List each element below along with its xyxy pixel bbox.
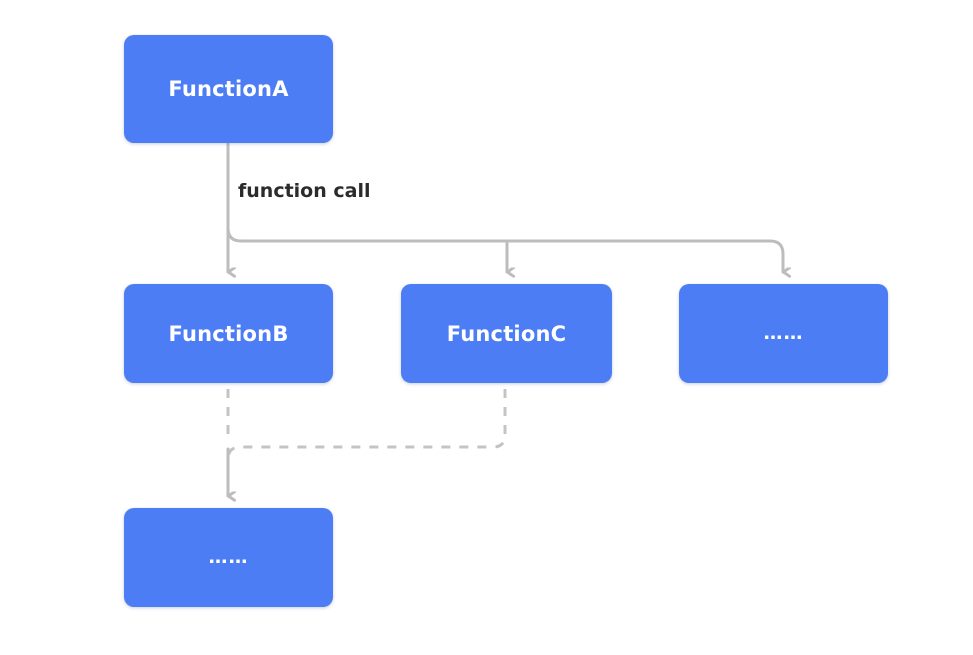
- node-function-b-label: FunctionB: [168, 321, 289, 346]
- node-function-a-label: FunctionA: [168, 77, 289, 101]
- edge-function-a-to-more-siblings: [239, 239, 783, 272]
- edge-function-c-to-more-children: [226, 389, 507, 460]
- node-more-siblings-label: ……: [763, 322, 804, 344]
- edge-function-a-to-function-c: [226, 226, 507, 272]
- node-function-a[interactable]: FunctionA: [124, 35, 333, 143]
- edge-label-function-call: function call: [238, 180, 371, 202]
- node-more-children[interactable]: ……: [124, 508, 333, 607]
- node-more-children-label: ……: [208, 546, 249, 568]
- node-function-c[interactable]: FunctionC: [401, 284, 612, 383]
- node-function-c-label: FunctionC: [446, 321, 567, 346]
- node-function-b[interactable]: FunctionB: [124, 284, 333, 383]
- node-more-siblings[interactable]: ……: [679, 284, 888, 383]
